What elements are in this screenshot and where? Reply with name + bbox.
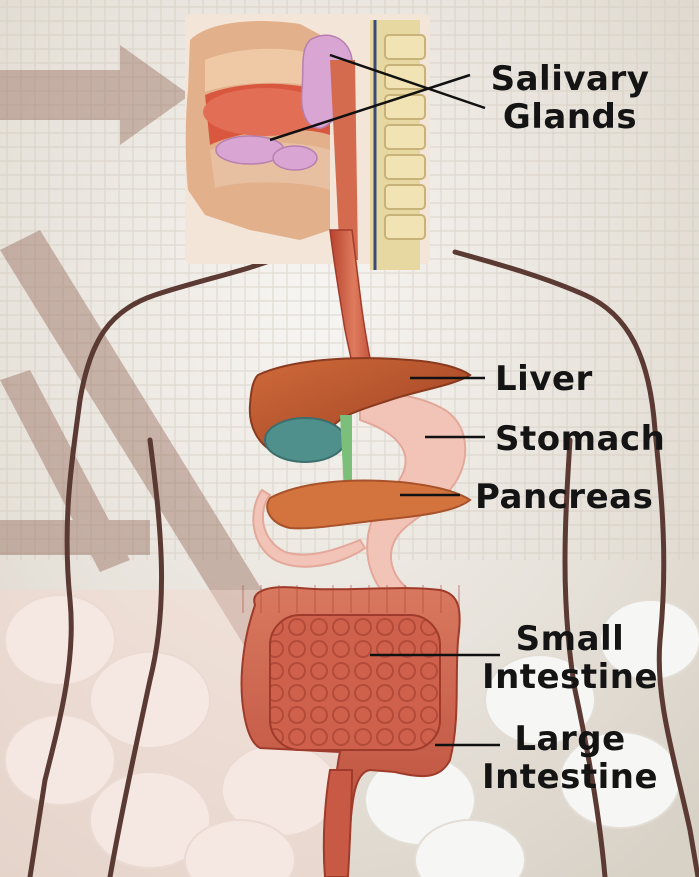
label-salivary-glands: Salivary Glands xyxy=(480,60,660,136)
label-small-line2: Intestine xyxy=(470,658,670,696)
label-pancreas: Pancreas xyxy=(475,478,653,516)
label-liver: Liver xyxy=(495,360,593,398)
label-salivary-line2: Glands xyxy=(480,98,660,136)
label-stomach: Stomach xyxy=(495,420,665,458)
label-large-line1: Large xyxy=(470,720,670,758)
rectum-appendix xyxy=(324,770,352,877)
spine xyxy=(370,20,425,270)
label-salivary-line1: Salivary xyxy=(480,60,660,98)
label-small-line1: Small xyxy=(470,620,670,658)
label-large-line2: Intestine xyxy=(470,758,670,796)
label-small-intestine: Small Intestine xyxy=(470,620,670,696)
head-cross-section xyxy=(185,14,430,270)
label-large-intestine: Large Intestine xyxy=(470,720,670,796)
gallbladder xyxy=(265,418,345,462)
